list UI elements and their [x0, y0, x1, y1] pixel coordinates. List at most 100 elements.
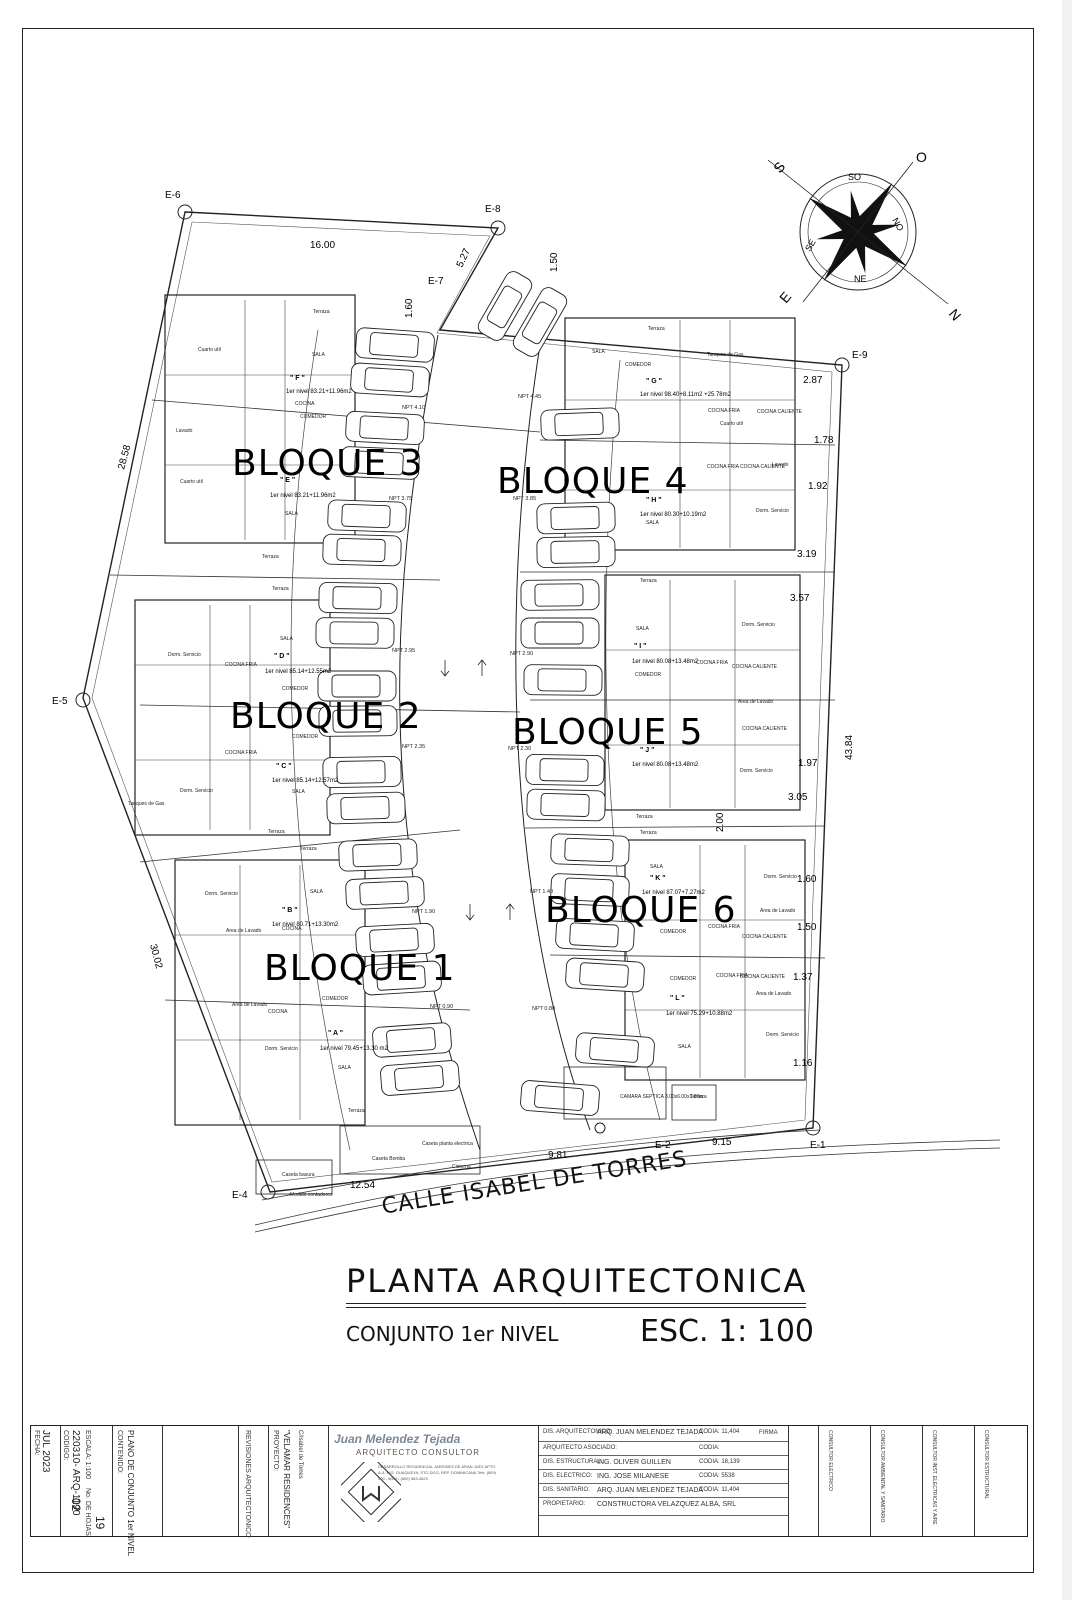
tb-hojas: 19 [93, 1516, 107, 1530]
tb-row: PROPIETARIO: CONSTRUCTORA VELAZQUEZ ALBA,… [539, 1498, 788, 1516]
room-label: SALA [285, 511, 298, 517]
room-label: Terraza [640, 830, 657, 836]
room-label: Dorm. Servicio [168, 652, 201, 658]
room-label: SALA [646, 520, 659, 526]
axis-label: E-7 [428, 276, 444, 287]
site-facilities [255, 1066, 717, 1195]
tb-contenido-cell: CONTENIDO: PLANO DE CONJUNTO 1er NIVEL [113, 1426, 163, 1556]
dimension: 9.81 [548, 1150, 568, 1161]
plan-title: PLANTA ARQUITECTONICA [346, 1262, 808, 1300]
inner-boundary [91, 221, 833, 1183]
unit-label: " E " [280, 477, 295, 484]
room-label: COCINA FRIA [708, 408, 741, 414]
room-label: COCINA CALIENTE [732, 664, 778, 670]
level: NPT 0.90 [430, 1004, 453, 1010]
car [536, 536, 616, 568]
unit-label: " C " [276, 763, 292, 770]
room-label: COCINA CALIENTE [742, 726, 788, 732]
car [340, 446, 420, 480]
facility-label: Caseta basura [282, 1172, 315, 1178]
car [520, 1080, 600, 1116]
unit-label: " B " [282, 907, 298, 914]
room-label: COMEDOR [635, 672, 662, 678]
unit-area: 1er nivel 80.08+13.48m2 [632, 659, 699, 665]
room-label: Terraza [640, 578, 657, 584]
axis-label: E-2 [655, 1140, 671, 1151]
dimension: 3.05 [788, 792, 808, 803]
room-label: Dorm. Servicio [764, 874, 797, 880]
tb-consultor-4: CONSULTOR ESTRUCTURAL [983, 1430, 989, 1500]
unit-area: 1er nivel 83.21+11.96m2 [270, 493, 336, 499]
level: NPT 1.40 [530, 889, 553, 895]
level: NPT 1.90 [412, 909, 435, 915]
street-curbs [254, 1129, 1001, 1233]
tb-proyecto-cell: PROYECTO: "VELAMAR RESIDENCES" C/Isabel … [269, 1426, 329, 1536]
room-label: Terraza [272, 586, 289, 592]
room-label: COMEDOR [282, 686, 309, 692]
tb-row-name: CONSTRUCTORA VELAZQUEZ ALBA, SRL [597, 1501, 737, 1508]
room-label: COCINA FRIA [696, 660, 729, 666]
level-marks: NPT 4.45 NPT 4.10 NPT 3.75 NPT 3.85 NPT … [389, 394, 555, 1012]
room-label: COMEDOR [292, 734, 319, 740]
dimension: 1.50 [549, 252, 560, 272]
plan-subtitle: CONJUNTO 1er NIVEL [346, 1322, 559, 1346]
firm-address: DESARROLLO RESIDENCIAL JARDINES DE ARAN … [378, 1464, 496, 1481]
room-label: SALA [678, 1044, 691, 1050]
room-label: Terraza [313, 309, 330, 315]
room-label: COMEDOR [660, 929, 687, 935]
tb-row-label: DIS. ELECTRICO: [543, 1473, 593, 1479]
room-label: Terraza [268, 829, 285, 835]
car [512, 287, 568, 357]
block-title: BLOQUE 6 [545, 890, 737, 931]
block-title: BLOQUE 4 [497, 461, 689, 502]
axis-markers [75, 204, 850, 1200]
car [520, 579, 600, 611]
room-label: COCINA CALIENTE [757, 409, 803, 415]
car [555, 917, 635, 953]
tb-row-label: PROPIETARIO: [543, 1501, 586, 1507]
car [317, 670, 397, 702]
unit-area: 1er nivel 85.14+12.55m2 [265, 669, 332, 675]
block-title: BLOQUE 3 [232, 443, 424, 484]
plan-scale: ESC. 1: 100 [640, 1314, 815, 1349]
room-label: COCINA FRIA [225, 662, 258, 668]
car [536, 501, 616, 535]
car [318, 582, 398, 614]
facility-label: Modulo contadores [290, 1192, 333, 1198]
room-label: Dorm. Servicio [205, 891, 238, 897]
room-label: SALA [338, 1065, 351, 1071]
tb-row: DIS. SANITARIO:ARQ. JUAN MELENDEZ TEJADA… [539, 1484, 788, 1498]
car [575, 1032, 655, 1068]
dimension: 1.60 [404, 298, 415, 318]
car [550, 833, 630, 867]
room-label: SALA [280, 636, 293, 642]
room-label: Area de Lavado [226, 928, 262, 934]
dimension: 1.50 [797, 922, 817, 933]
room-label: COMEDOR [322, 996, 349, 1002]
car [550, 873, 630, 907]
unit-area: 1er nivel 80.08+13.48m2 [632, 762, 699, 768]
tb-consultor-1-cell: CONSULTOR ELECTRICO [819, 1426, 871, 1536]
axis-label: E-6 [165, 190, 181, 201]
room-label: SALA [312, 352, 325, 358]
unit-area: 1er nivel 83.21+11.96m2 [286, 389, 352, 395]
axis-label: E-8 [485, 204, 501, 215]
car [318, 705, 398, 737]
car [326, 791, 406, 825]
room-label: COCINA FRIA [707, 464, 740, 470]
tb-hoja: 02 [69, 1498, 83, 1512]
compass-label: SE [803, 238, 818, 253]
room-label: Terraza [348, 1108, 365, 1114]
dimension: 1.78 [814, 435, 834, 446]
tb-design-cell: DIS. ARQUITECTONICO:ARQ. JUAN MELENDEZ T… [539, 1426, 789, 1536]
tb-row-name: ARQ. JUAN MELENDEZ TEJADA [597, 1487, 704, 1494]
scrollbar[interactable] [1062, 0, 1072, 1600]
room-label: SALA [592, 349, 605, 355]
room-labels: SALA SALA SALA SALA SALA SALA SALA SALA … [128, 309, 803, 1114]
dimension: 1.16 [793, 1058, 813, 1069]
dimension-texts: 16.00 5.27 1.50 2.87 1.78 1.92 3.19 3.57… [116, 240, 855, 1191]
car [525, 754, 605, 786]
axis-label: E-9 [852, 350, 868, 361]
unit-label: " J " [640, 747, 654, 754]
